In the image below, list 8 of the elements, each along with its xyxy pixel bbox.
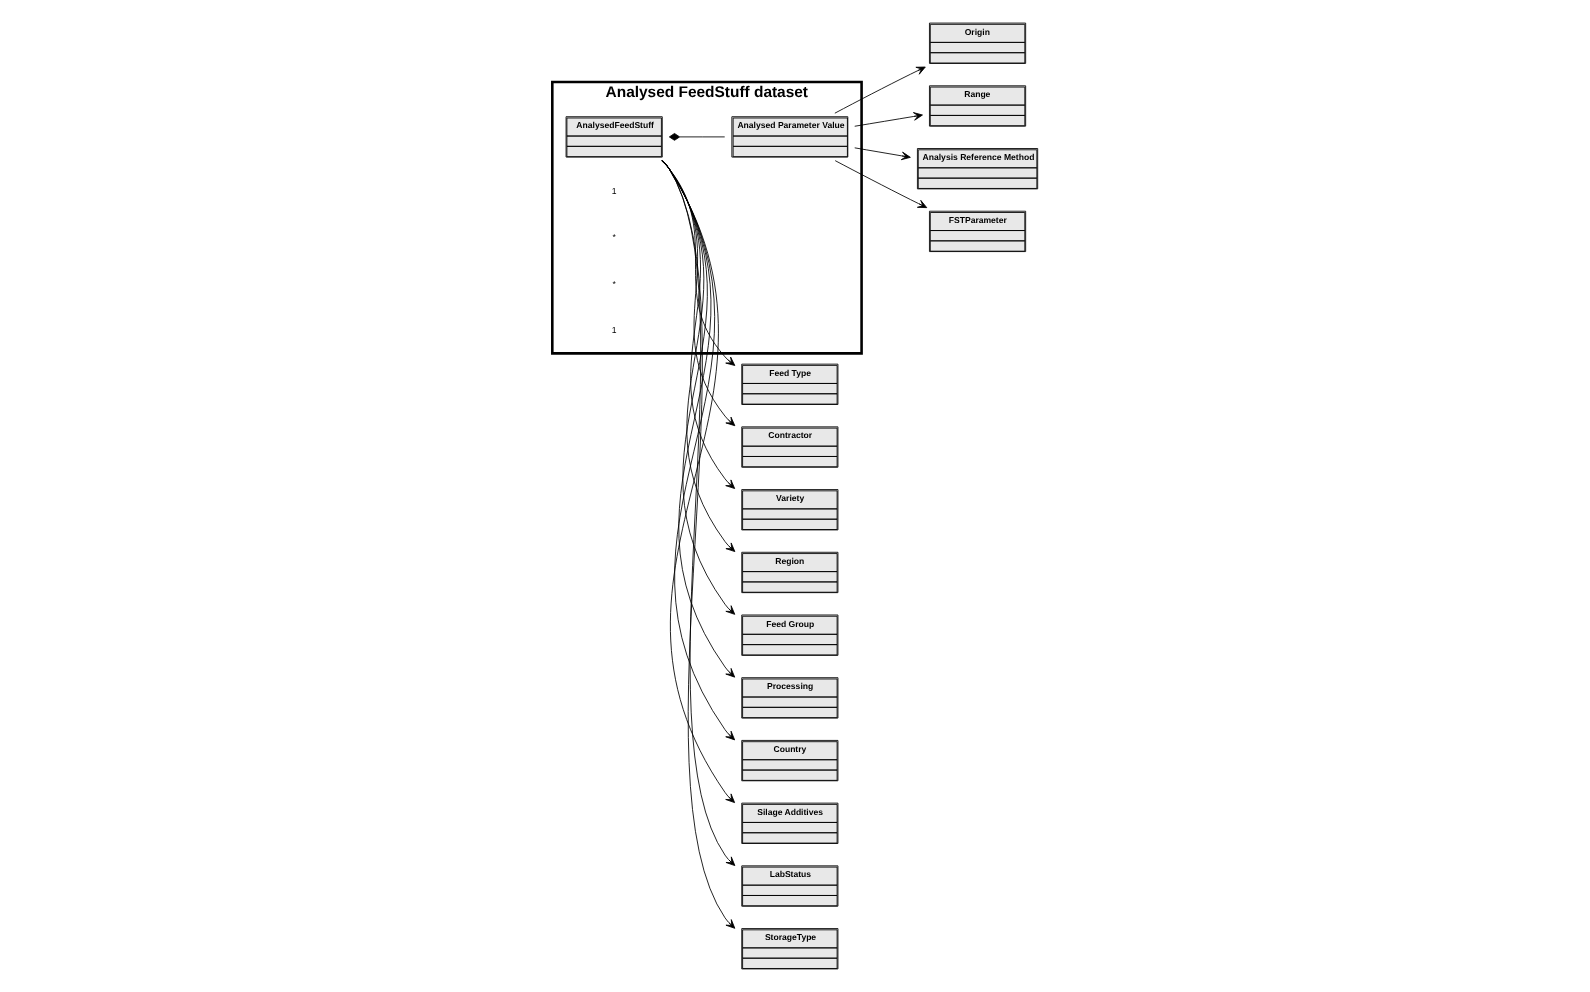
arrow [854,147,911,161]
arrow [854,112,923,127]
arrow [660,160,736,366]
arrow [834,66,926,114]
arrow [661,160,736,489]
arrow [834,160,928,209]
arrow [661,160,736,427]
connector [668,133,726,141]
